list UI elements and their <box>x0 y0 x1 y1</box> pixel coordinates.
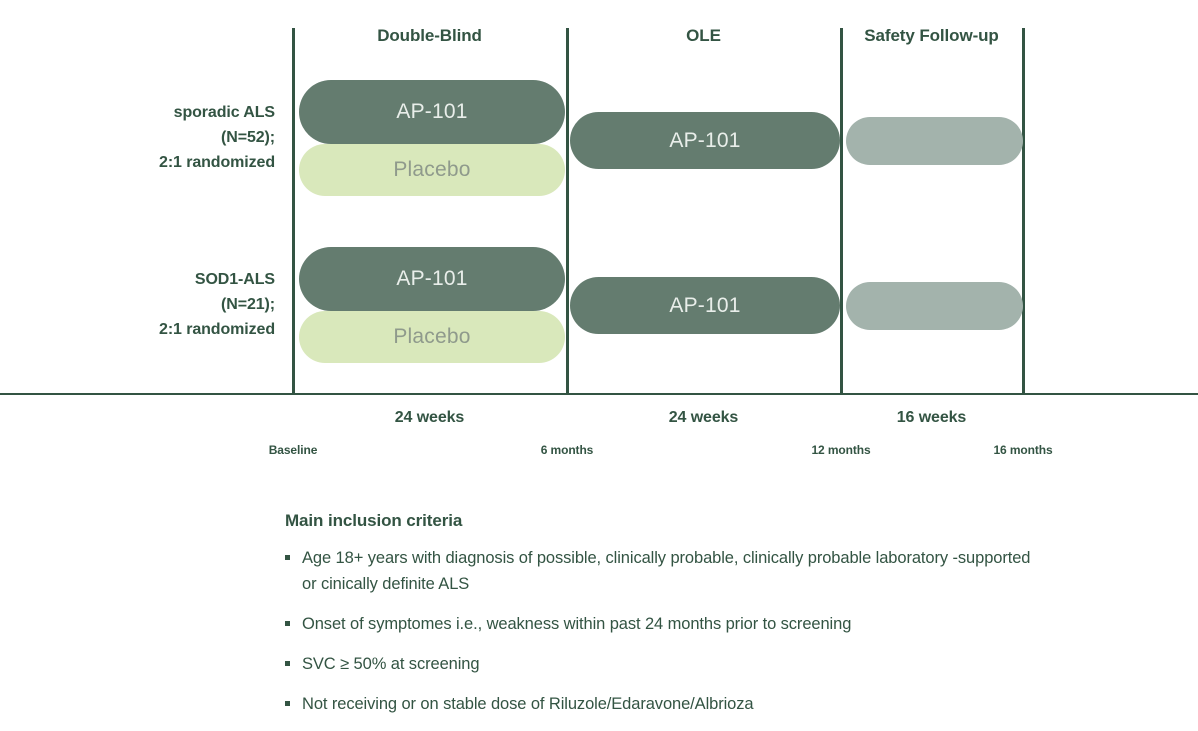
bar-sporadic-safety-follow-up <box>846 117 1023 165</box>
cohort-label-line-2: (N=52); <box>221 129 275 146</box>
timeline-rule-16-months <box>1022 28 1025 394</box>
phase-header-double-blind: Double-Blind <box>377 26 482 45</box>
bar-sporadic-double-blind-ap101: AP-101 <box>299 80 565 144</box>
list-item: Not receiving or on stable dose of Riluz… <box>285 691 1045 717</box>
timeline-rule-baseline <box>292 28 295 394</box>
list-item: SVC ≥ 50% at screening <box>285 651 1045 677</box>
inclusion-criteria-list: Age 18+ years with diagnosis of possible… <box>285 545 1045 717</box>
duration-ole: 24 weeks <box>668 409 739 426</box>
bar-sod1-double-blind-placebo: Placebo <box>299 311 565 363</box>
timeline-rule-6-months <box>566 28 569 394</box>
duration-double-blind: 24 weeks <box>394 409 465 426</box>
bar-sod1-ole-ap101: AP-101 <box>570 277 840 334</box>
timepoint-6-months: 6 months <box>540 443 594 457</box>
timeline-baseline-axis <box>0 393 1198 395</box>
timepoint-baseline: Baseline <box>268 443 318 457</box>
bullet-icon <box>285 661 290 666</box>
bullet-icon <box>285 701 290 706</box>
list-item-text: Age 18+ years with diagnosis of possible… <box>302 549 1031 593</box>
timeline-rule-12-months <box>840 28 843 394</box>
list-item: Age 18+ years with diagnosis of possible… <box>285 545 1045 597</box>
list-item: Onset of symptomes i.e., weakness within… <box>285 611 1045 637</box>
bullet-icon <box>285 555 290 560</box>
phase-header-ole: OLE <box>686 26 721 45</box>
list-item-text: Not receiving or on stable dose of Riluz… <box>302 695 754 713</box>
inclusion-criteria-section: Main inclusion criteria Age 18+ years wi… <box>285 511 1045 731</box>
bar-sporadic-ole-ap101: AP-101 <box>570 112 840 169</box>
cohort-label-line-3: 2:1 randomized <box>159 154 275 171</box>
inclusion-criteria-title: Main inclusion criteria <box>285 511 463 530</box>
cohort-label-sod1-als: SOD1-ALS (N=21); 2:1 randomized <box>159 267 275 342</box>
cohort-label-line-1: sporadic ALS <box>173 104 275 121</box>
duration-safety-follow-up: 16 weeks <box>896 409 967 426</box>
list-item-text: Onset of symptomes i.e., weakness within… <box>302 615 852 633</box>
phase-header-safety-follow-up: Safety Follow-up <box>864 26 999 45</box>
cohort-label-sporadic-als: sporadic ALS (N=52); 2:1 randomized <box>159 100 275 175</box>
timepoint-16-months: 16 months <box>993 443 1053 457</box>
cohort-label-line-3: 2:1 randomized <box>159 321 275 338</box>
list-item-text: SVC ≥ 50% at screening <box>302 655 480 673</box>
bar-sod1-safety-follow-up <box>846 282 1023 330</box>
bar-sod1-double-blind-ap101: AP-101 <box>299 247 565 311</box>
cohort-label-line-2: (N=21); <box>221 296 275 313</box>
bar-sporadic-double-blind-placebo: Placebo <box>299 144 565 196</box>
cohort-label-line-1: SOD1-ALS <box>194 271 275 288</box>
bullet-icon <box>285 621 290 626</box>
timepoint-12-months: 12 months <box>811 443 871 457</box>
